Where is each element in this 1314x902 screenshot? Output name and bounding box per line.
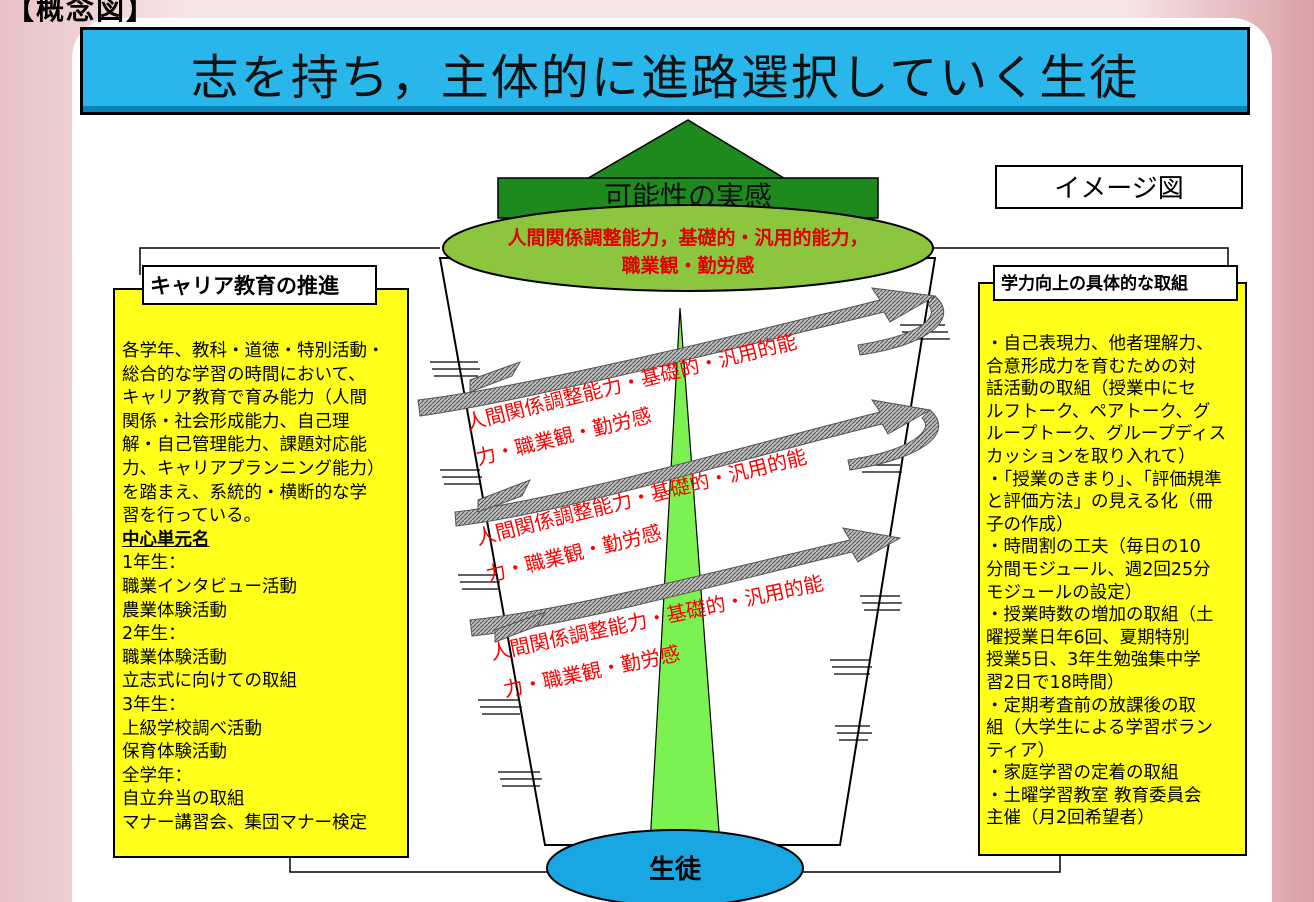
right-line: と評価方法」の見える化（冊 [986,492,1213,513]
left-line: 各学年、教科・道徳・特別活動・ [122,341,385,361]
diagram-title: 志を持ち，主体的に進路選択していく生徒 [190,50,1140,106]
right-line: 子の作成） [986,514,1074,535]
left-line: 自立弁当の取組 [122,789,245,810]
spiral-band-1 [417,287,937,417]
spiral-arrowhead-b [477,479,532,513]
bottom-ellipse-label: 生徒 [649,855,702,885]
left-line: 農業体験活動 [122,600,227,621]
right-box-text: ・自己表現力、他者理解力、 合意形成力を育むための対 話活動の取組（授業中にセ … [986,333,1226,830]
right-line: ・時間割の工夫（毎日の10 [986,537,1201,558]
right-line: 話活動の取組（授業中にセ [986,379,1196,400]
left-line: 3年生： [122,694,186,715]
left-yellow-box [113,288,409,858]
right-line: 組（大学生による学習ボラン [986,718,1213,739]
right-line: ・家庭学習の定着の取組 [986,763,1179,784]
right-line: 習2日で18時間） [986,672,1125,693]
right-line: ・自己表現力、他者理解力、 [986,334,1214,354]
left-line: 立志式に向けての取組 [122,671,297,692]
left-line: キャリア教育で育み能力（人間 [122,388,367,409]
left-line: 総合的な学習の時間において、 [122,364,366,385]
top-ellipse-line2: 職業観・勤労感 [621,254,754,277]
right-yellow-box [978,282,1247,856]
left-line: 1年生： [122,553,186,574]
right-line: 分間モジュール、週2回25分 [986,559,1211,580]
right-line: ・土曜学習教室 教育委員会 [986,785,1202,806]
spiral-band-3 [469,527,902,637]
left-line: 力、キャリアプランニング能力） [122,458,385,479]
left-box-text: 各学年、教科・道徳・特別活動・ 総合的な学習の時間において、 キャリア教育で育み… [122,340,385,835]
left-line: 職業体験活動 [122,647,227,668]
right-box-heading: 学力向上の具体的な取組 [993,265,1238,301]
right-line: ティア） [986,740,1055,761]
left-box-heading: キャリア教育の推進 [142,265,377,305]
right-line: ・「授業のきまり」、「評価規準 [986,469,1222,490]
image-label-box: イメージ図 [995,165,1243,209]
right-line: ・定期考査前の放課後の取 [986,695,1196,716]
left-line: 解・自己管理能力、課題対応能 [122,435,367,456]
spiral-return-1 [857,295,945,356]
right-line: 主催（月2回希望者） [986,808,1155,829]
spiral-return-2 [847,409,940,471]
top-ellipse [442,204,934,292]
top-ellipse-line1: 人間関係調整能力，基礎的・汎用的能力， [507,226,868,249]
right-line: モジュールの設定） [986,582,1143,603]
right-line: 授業5日、3年生勉強集中学 [986,650,1201,671]
right-line: ・授業時数の増加の取組（土 [986,605,1214,626]
left-line: 習を行っている。 [122,506,262,527]
right-line: カッションを取り入れて） [986,446,1196,467]
right-line: 合意形成力を育むための対 [986,356,1196,377]
left-line: 関係・社会形成能力、自己理 [122,411,350,432]
spiral-bands [417,287,945,643]
bottom-ellipse [546,829,804,902]
left-line: 上級学校調べ活動 [122,718,262,739]
right-line: ルフトーク、ペアトーク、グ [986,401,1211,422]
title-banner: 志を持ち，主体的に進路選択していく生徒 [80,27,1250,115]
left-line-heading: 中心単元名 [122,529,210,550]
left-line: 2年生： [122,624,186,645]
left-line: マナー講習会、集団マナー検定 [122,812,367,833]
right-line: ループトーク、グループディス [986,424,1227,445]
left-line: 職業インタビュー活動 [122,576,297,597]
left-line: 保育体験活動 [122,742,227,763]
left-line: 全学年： [122,765,192,786]
left-line: を踏まえ、系統的・横断的な学 [122,482,367,503]
right-line: 曜授業日年6回、夏期特別 [986,627,1190,648]
corner-label: 【概念図】 [6,0,157,26]
spiral-arrowhead-a [469,361,522,393]
spiral-arrowhead-c [494,611,547,643]
spiral-band-2 [454,399,932,527]
